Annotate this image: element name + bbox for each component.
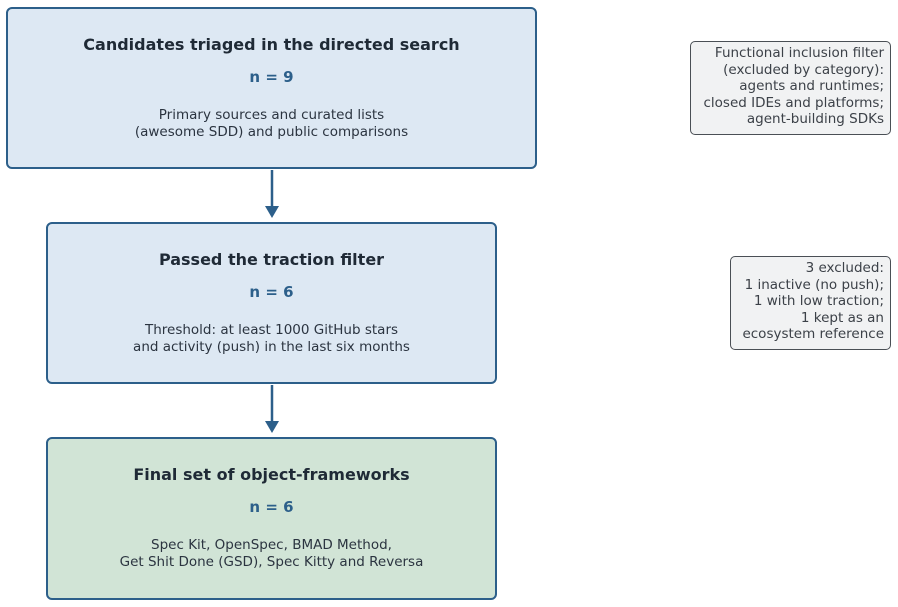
exclusion-note: 3 excluded: 1 inactive (no push); 1 with… — [730, 256, 891, 350]
note-line: 1 inactive (no push); — [744, 276, 884, 293]
stage-description-line: Get Shit Done (GSD), Spec Kitty and Reve… — [119, 554, 424, 570]
inclusion-filter-note: Functional inclusion filter (excluded by… — [690, 41, 891, 135]
note-line: (excluded by category): — [723, 61, 884, 78]
stage-description: Primary sources and curated lists (aweso… — [8, 107, 535, 141]
stage-description-line: Threshold: at least 1000 GitHub stars — [144, 322, 399, 338]
stage-description: Threshold: at least 1000 GitHub stars an… — [48, 322, 495, 356]
stage-box-traction: Passed the traction filter n = 6 Thresho… — [46, 222, 497, 384]
stage-description-line: Spec Kit, OpenSpec, BMAD Method, — [151, 537, 392, 553]
stage-title: Candidates triaged in the directed searc… — [83, 35, 460, 54]
note-line: closed IDEs and platforms; — [703, 94, 885, 111]
note-line: agent-building SDKs — [746, 111, 884, 127]
note-line: agents and runtimes; — [739, 78, 884, 94]
stage-description-line: and activity (push) in the last six mont… — [133, 339, 410, 355]
stage-count: n = 6 — [249, 283, 294, 301]
flow-arrow — [265, 170, 279, 218]
stage-description-line: Primary sources and curated lists — [158, 107, 385, 123]
stage-box-candidates: Candidates triaged in the directed searc… — [6, 7, 537, 169]
note-line: 3 excluded: — [805, 260, 884, 276]
stage-count: n = 9 — [249, 68, 294, 86]
note-line: Functional inclusion filter — [714, 45, 884, 61]
flow-arrow — [265, 385, 279, 433]
stage-title: Final set of object-frameworks — [133, 465, 410, 484]
stage-count: n = 6 — [249, 498, 294, 516]
note-line: 1 with low traction; — [753, 293, 884, 309]
note-line: 1 kept as an — [800, 309, 884, 326]
stage-description-line: (awesome SDD) and public comparisons — [134, 124, 409, 140]
note-line: ecosystem reference — [742, 326, 884, 342]
stage-description: Spec Kit, OpenSpec, BMAD Method, Get Shi… — [48, 537, 495, 571]
stage-title: Passed the traction filter — [158, 250, 385, 269]
stage-box-final: Final set of object-frameworks n = 6 Spe… — [46, 437, 497, 600]
